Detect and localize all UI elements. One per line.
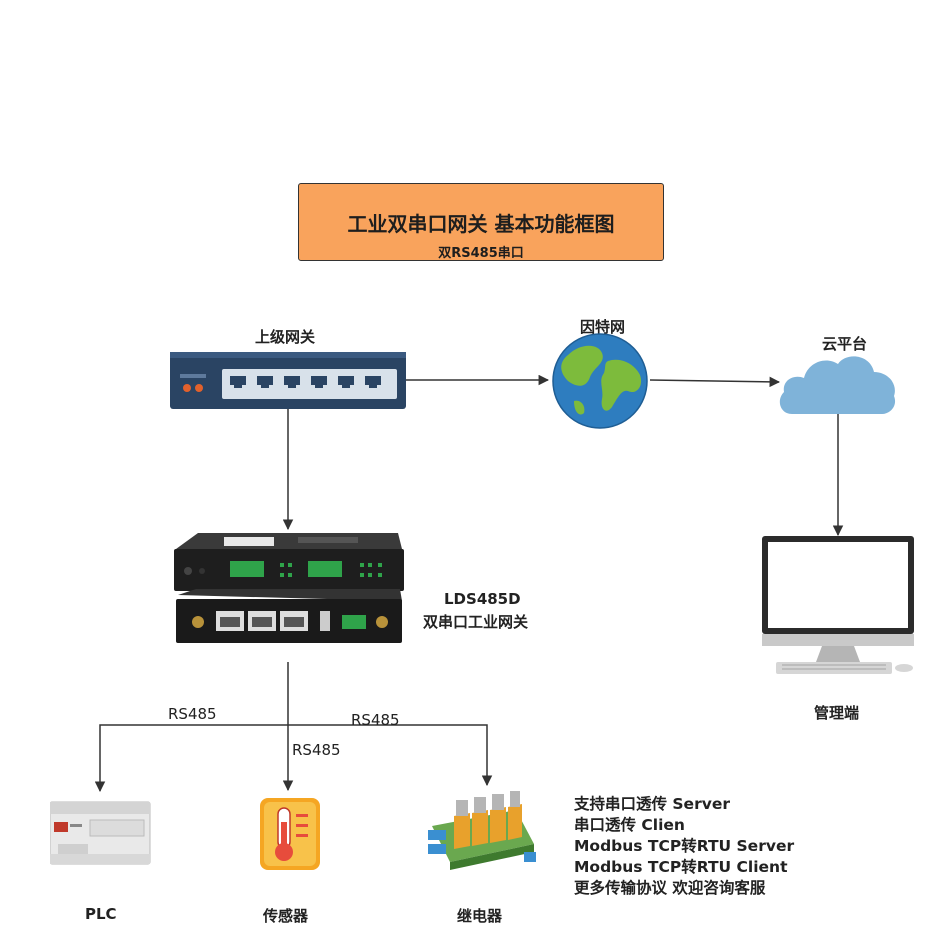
network-switch-icon <box>170 352 406 409</box>
feature-item: Modbus TCP转RTU Client <box>574 858 788 876</box>
rs485-label-right: RS485 <box>351 711 400 729</box>
diagram-title: 工业双串口网关 基本功能框图 <box>347 212 615 236</box>
monitor-icon <box>762 536 914 674</box>
cloud-icon <box>779 356 896 414</box>
rs485-label-left: RS485 <box>168 705 217 723</box>
plc-label: PLC <box>85 905 117 923</box>
relay-label: 继电器 <box>457 907 503 925</box>
feature-item: 支持串口透传 Server <box>574 795 730 813</box>
globe-icon <box>552 333 648 429</box>
feature-item: 串口透传 Clien <box>574 816 685 834</box>
feature-item: Modbus TCP转RTU Server <box>574 837 795 855</box>
link-gateway-plc <box>94 724 288 793</box>
management-label: 管理端 <box>814 704 860 722</box>
feature-item: 更多传输协议 欢迎咨询客服 <box>574 879 766 897</box>
gateway-model: LDS485D <box>444 590 521 608</box>
title-box: 工业双串口网关 基本功能框图 双RS485串口 <box>298 183 664 261</box>
relay-board-icon <box>428 791 536 870</box>
internet-label: 因特网 <box>580 318 626 336</box>
sensor-label: 传感器 <box>263 907 309 925</box>
gateway-device-icon <box>174 533 404 643</box>
upper-gateway-label: 上级网关 <box>255 328 316 346</box>
plc-icon <box>50 801 151 865</box>
diagram-subtitle: 双RS485串口 <box>438 246 524 261</box>
cloud-label: 云平台 <box>822 335 868 353</box>
thermometer-icon <box>260 798 320 870</box>
rs485-label-center: RS485 <box>292 741 341 759</box>
link-gateway-relay <box>288 724 493 787</box>
gateway-name: 双串口工业网关 <box>423 613 529 631</box>
link-internet-cloud <box>649 376 781 388</box>
feature-list: 支持串口透传 Server 串口透传 Clien Modbus TCP转RTU … <box>574 794 794 899</box>
